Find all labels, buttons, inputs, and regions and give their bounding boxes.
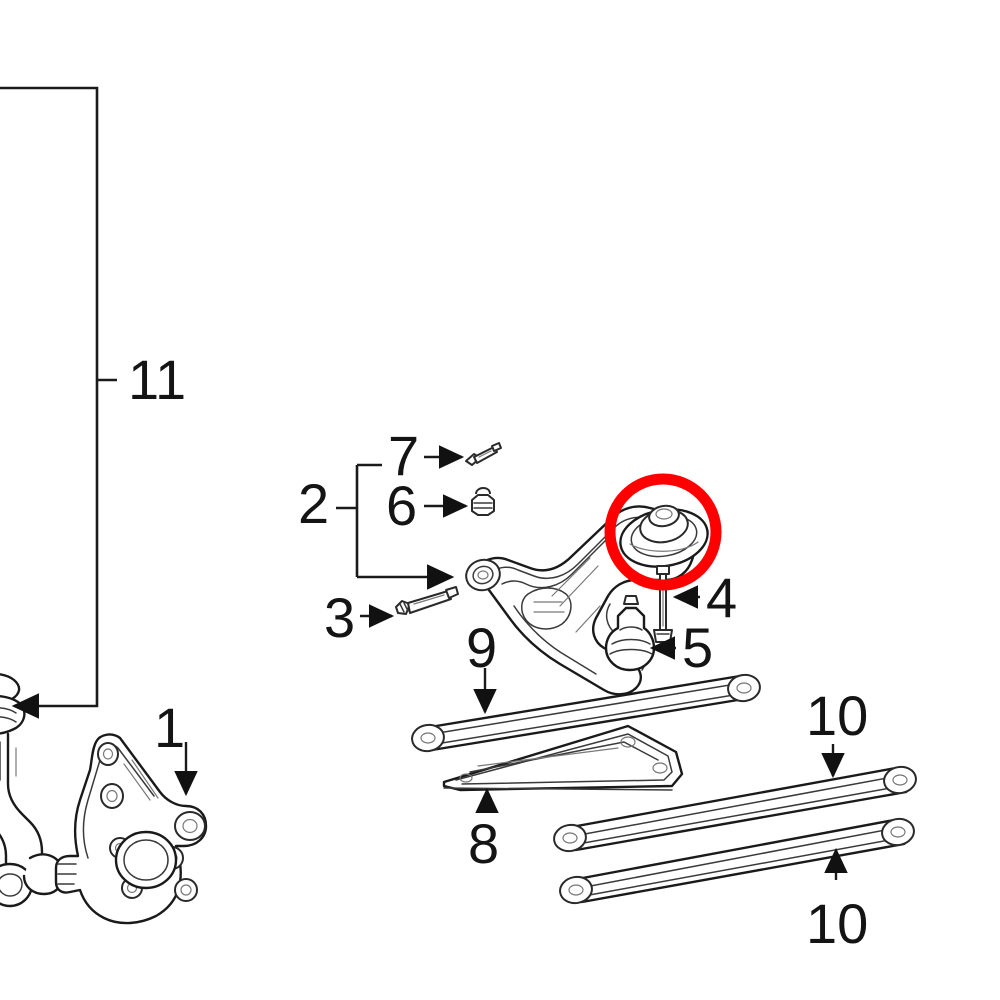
nut-6-artwork	[471, 487, 495, 516]
suspension-link-10-lower-artwork	[559, 817, 915, 905]
bracket-11-leader	[0, 86, 117, 719]
steering-knuckle-artwork	[54, 733, 208, 925]
callout-label-11: 11	[128, 348, 187, 411]
control-arm-rear-bushing-artwork	[619, 504, 709, 568]
brace-plate-8-artwork	[442, 724, 684, 792]
callout-label-10-lower: 10	[806, 892, 869, 955]
callout-label-4: 4	[706, 566, 738, 629]
callout-label-6: 6	[386, 474, 418, 537]
strut-assembly-artwork	[0, 673, 65, 908]
lower-ball-joint-artwork	[604, 595, 656, 672]
callout-label-7: 7	[388, 424, 420, 487]
callout-label-9: 9	[466, 616, 498, 679]
bolt-3-artwork	[395, 586, 459, 615]
callout-label-5: 5	[682, 616, 714, 679]
callout-label-1: 1	[154, 696, 186, 759]
front-lower-control-arm-artwork	[465, 504, 709, 696]
bolt-7-artwork	[465, 442, 502, 466]
callout-label-10-upper: 10	[806, 684, 869, 747]
callout-label-8: 8	[468, 812, 500, 875]
callout-label-2: 2	[298, 472, 330, 535]
bracket-2-leader	[336, 463, 455, 590]
callout-label-3: 3	[324, 586, 356, 649]
red-circle-highlight	[604, 473, 722, 591]
lateral-link-9-artwork	[411, 673, 761, 753]
suspension-link-10-upper-artwork	[553, 765, 917, 853]
